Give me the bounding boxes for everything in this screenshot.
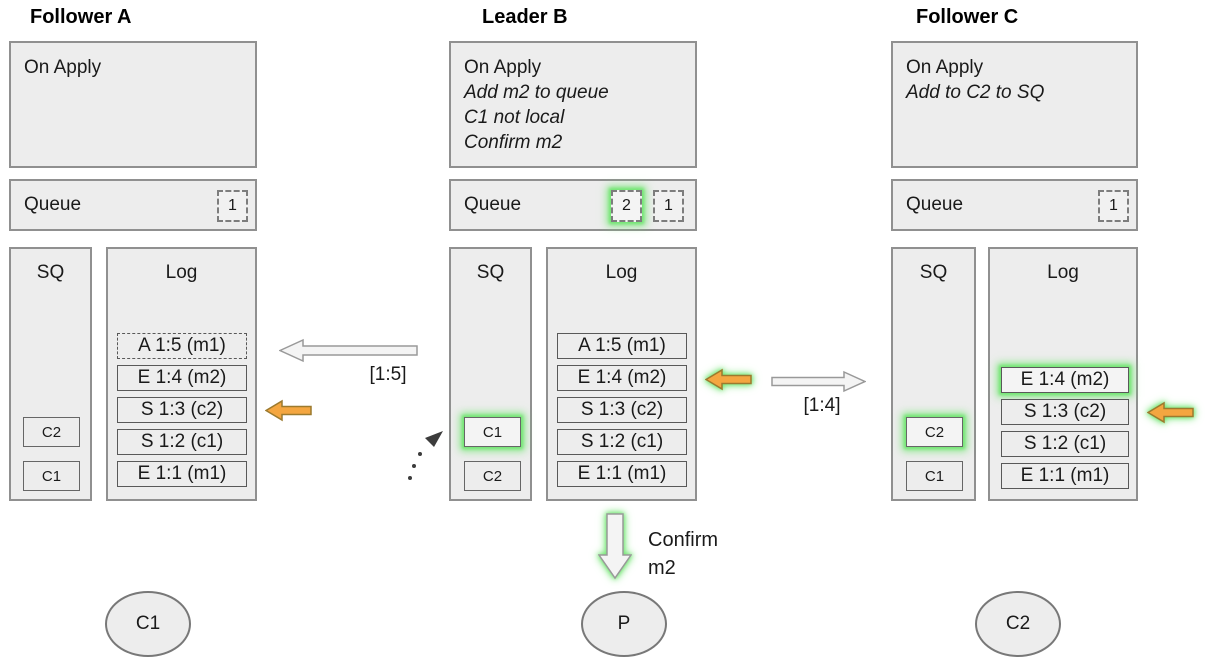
node-b-sq-item-c2: C2 (464, 461, 521, 491)
client-c2-label: C2 (1005, 613, 1031, 634)
node-c-log-label: Log (1047, 262, 1079, 283)
node-a-sq-item-c2: C2 (23, 417, 80, 447)
log-entry: E 1:4 (m2) (117, 365, 247, 391)
node-a-log-label: Log (165, 262, 198, 283)
replicate-arrow-b-to-c-icon (771, 370, 866, 393)
node-c-queue-box: Queue 1 (891, 179, 1138, 231)
apply-cursor-arrow-a-icon (265, 399, 312, 422)
node-c-on-apply-line: Add to C2 to SQ (906, 82, 1045, 103)
node-b-queue-label: Queue (464, 194, 522, 215)
log-entry: S 1:2 (c1) (557, 429, 687, 455)
node-a-queue-item: 1 (217, 190, 248, 222)
node-b-on-apply-line: Confirm m2 (464, 132, 563, 153)
log-entry: A 1:5 (m1) (117, 333, 247, 359)
node-c-sq-label: SQ (919, 262, 948, 283)
node-b-on-apply-label: On Apply (464, 57, 542, 78)
client-c1-label: C1 (135, 613, 161, 634)
log-entry: E 1:4 (m2) (1001, 367, 1129, 393)
dotted-pointer-arrow-icon (408, 431, 443, 480)
node-b-log-label: Log (605, 262, 638, 283)
log-entry: S 1:3 (c2) (557, 397, 687, 423)
confirm-label-line1: Confirm (648, 529, 719, 551)
replicate-arrow-b-to-a-icon (279, 338, 418, 363)
node-c-queue-item: 1 (1098, 190, 1129, 222)
node-a-sq-box: SQ C2 C1 (9, 247, 92, 501)
node-b-sq-item-c1: C1 (464, 417, 521, 447)
node-b-title: Leader B (482, 6, 568, 28)
replicate-range-label-a: [1:5] (369, 364, 407, 385)
log-entry: S 1:3 (c2) (117, 397, 247, 423)
node-b-log-box: Log A 1:5 (m1) E 1:4 (m2) S 1:3 (c2) S 1… (546, 247, 697, 501)
client-c1-ellipse: C1 (105, 591, 191, 657)
log-entry: S 1:2 (c1) (117, 429, 247, 455)
apply-cursor-arrow-b-icon (705, 368, 752, 391)
node-c-sq-item-c1: C1 (906, 461, 963, 491)
node-a-queue-label: Queue (24, 194, 82, 215)
node-c-queue-label: Queue (906, 194, 964, 215)
node-a-sq-item-c1: C1 (23, 461, 80, 491)
log-entry: A 1:5 (m1) (557, 333, 687, 359)
replicate-range-label-c: [1:4] (803, 395, 841, 416)
log-entry: S 1:2 (c1) (1001, 431, 1129, 457)
confirm-label-line2: m2 (648, 557, 676, 579)
node-a-sq-label: SQ (36, 262, 65, 283)
log-entry: E 1:4 (m2) (557, 365, 687, 391)
node-c-on-apply-label: On Apply (906, 57, 984, 78)
log-entry: E 1:1 (m1) (1001, 463, 1129, 489)
node-b-sq-box: SQ C1 C2 (449, 247, 532, 501)
node-c-on-apply-box: On Apply Add to C2 to SQ (891, 41, 1138, 168)
node-c-log-box: Log E 1:4 (m2) S 1:3 (c2) S 1:2 (c1) E 1… (988, 247, 1138, 501)
node-b-queue-box: Queue 2 1 (449, 179, 697, 231)
node-b-on-apply-box: On Apply Add m2 to queue C1 not local Co… (449, 41, 697, 168)
client-p-label: P (617, 613, 631, 634)
confirm-m2-arrow-icon (598, 513, 632, 580)
apply-cursor-arrow-c-icon (1147, 401, 1194, 424)
node-a-queue-box: Queue 1 (9, 179, 257, 231)
node-c-sq-box: SQ C2 C1 (891, 247, 976, 501)
node-b-queue-item-2: 2 (611, 190, 642, 222)
confirm-m2-label: Confirm m2 (648, 526, 718, 582)
node-a-log-box: Log A 1:5 (m1) E 1:4 (m2) S 1:3 (c2) S 1… (106, 247, 257, 501)
node-a-on-apply-label: On Apply (24, 57, 102, 78)
node-c-sq-item-c2: C2 (906, 417, 963, 447)
client-p-ellipse: P (581, 591, 667, 657)
node-a-on-apply-box: On Apply (9, 41, 257, 168)
client-c2-ellipse: C2 (975, 591, 1061, 657)
node-b-on-apply-line: C1 not local (464, 107, 565, 128)
log-entry: E 1:1 (m1) (557, 461, 687, 487)
node-b-on-apply-line: Add m2 to queue (464, 82, 609, 103)
node-b-queue-item-1: 1 (653, 190, 684, 222)
log-entry: E 1:1 (m1) (117, 461, 247, 487)
node-c-title: Follower C (916, 6, 1019, 28)
node-a-title: Follower A (30, 6, 132, 28)
log-entry: S 1:3 (c2) (1001, 399, 1129, 425)
node-b-sq-label: SQ (476, 262, 505, 283)
